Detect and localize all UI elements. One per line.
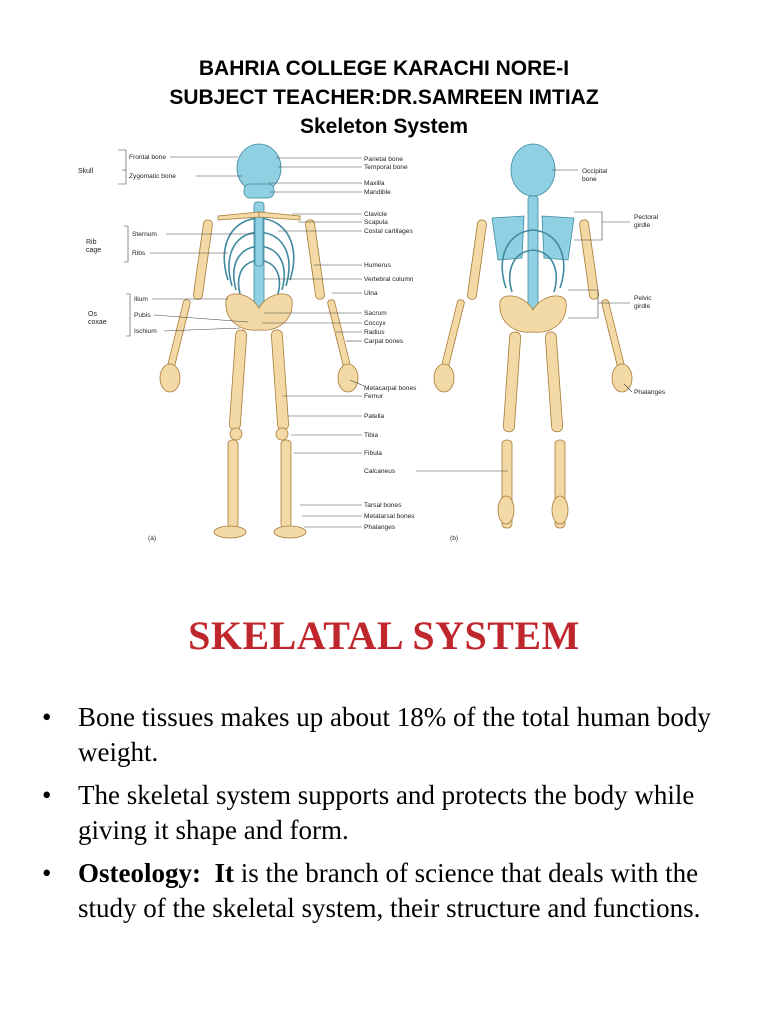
slide-title: SKELATAL SYSTEM bbox=[188, 613, 580, 658]
label-clavicle: Clavicle bbox=[364, 211, 387, 218]
label-femur: Femur bbox=[364, 393, 384, 400]
label-cage: cage bbox=[86, 247, 101, 254]
skeleton-figure: Skull Frontal bone Zygomatic bone Rib ca… bbox=[78, 140, 698, 550]
label-occipital-bone: bone bbox=[582, 176, 597, 183]
label-occipital: Occipital bbox=[582, 168, 608, 175]
center-labels: Parietal bone Temporal bone Maxilla Mand… bbox=[262, 156, 508, 531]
page-header: BAHRIA COLLEGE KARACHI NORE-I SUBJECT TE… bbox=[0, 54, 768, 141]
label-radius: Radius bbox=[364, 329, 385, 336]
label-rib: Rib bbox=[86, 239, 97, 246]
label-pubis: Pubis bbox=[134, 312, 151, 319]
label-patella: Patella bbox=[364, 413, 384, 420]
caption-b: (b) bbox=[450, 535, 458, 542]
label-carpal-bones: Carpal bones bbox=[364, 338, 404, 345]
label-metacarpal-bones: Metacarpal bones bbox=[364, 385, 417, 392]
label-zygomatic-bone: Zygomatic bone bbox=[129, 173, 176, 180]
label-pelvic-girdle: girdle bbox=[634, 303, 650, 310]
label-pectoral-girdle: girdle bbox=[634, 222, 650, 229]
label-temporal-bone: Temporal bone bbox=[364, 164, 408, 171]
label-sternum: Sternum bbox=[132, 231, 157, 238]
front-skeleton bbox=[159, 143, 359, 539]
label-frontal-bone: Frontal bone bbox=[129, 154, 166, 161]
subject-teacher: SUBJECT TEACHER:DR.SAMREEN IMTIAZ bbox=[169, 86, 599, 109]
label-humerus: Humerus bbox=[364, 262, 391, 269]
topic-title: Skeleton System bbox=[299, 115, 469, 138]
label-skull: Skull bbox=[78, 168, 94, 175]
right-labels: Occipital bone Pectoral girdle Pelvic gi… bbox=[552, 168, 666, 396]
label-os: Os bbox=[88, 311, 97, 318]
label-tarsal-bones: Tarsal bones bbox=[364, 502, 402, 509]
college-name: BAHRIA COLLEGE KARACHI NORE-I bbox=[198, 57, 570, 80]
label-pectoral: Pectoral bbox=[634, 214, 659, 221]
label-coxae: coxae bbox=[88, 319, 107, 326]
label-ribs: Ribs bbox=[132, 250, 146, 257]
bullet-osteology: Osteology: It is the branch of science t… bbox=[34, 856, 734, 926]
label-fibula: Fibula bbox=[364, 450, 382, 457]
label-tibia: Tibia bbox=[364, 432, 378, 439]
label-metatarsal-bones: Metatarsal bones bbox=[364, 513, 415, 520]
label-ulna: Ulna bbox=[364, 290, 378, 297]
label-phalanges-foot: Phalanges bbox=[364, 524, 396, 531]
label-ischium: Ischium bbox=[134, 328, 157, 335]
label-scapula: Scapula bbox=[364, 219, 388, 226]
back-skeleton bbox=[433, 143, 633, 529]
osteology-term: Osteology: bbox=[78, 858, 201, 888]
label-maxilla: Maxilla bbox=[364, 180, 385, 187]
label-costal-cartilages: Costal cartilages bbox=[364, 228, 413, 235]
label-pelvic: Pelvic bbox=[634, 295, 652, 302]
label-ilium: Ilium bbox=[134, 296, 148, 303]
label-calcaneus: Calcaneus bbox=[364, 468, 396, 475]
label-vertebral-column: Vertebral column bbox=[364, 276, 414, 283]
osteology-it: It bbox=[214, 858, 234, 888]
left-labels: Skull Frontal bone Zygomatic bone Rib ca… bbox=[78, 149, 254, 337]
label-sacrum: Sacrum bbox=[364, 310, 387, 317]
bullet-support-protect: The skeletal system supports and protect… bbox=[34, 778, 734, 848]
skeleton-diagram: Skull Frontal bone Zygomatic bone Rib ca… bbox=[78, 143, 666, 542]
label-coccyx: Coccyx bbox=[364, 320, 386, 327]
label-parietal-bone: Parietal bone bbox=[364, 156, 403, 163]
osteology-definition: is the branch of science that deals with… bbox=[78, 858, 701, 923]
label-mandible: Mandible bbox=[364, 189, 391, 196]
bullet-list: Bone tissues makes up about 18% of the t… bbox=[34, 700, 734, 934]
label-phalanges-hand: Phalanges bbox=[634, 389, 666, 396]
caption-a: (a) bbox=[148, 535, 156, 542]
bullet-body-weight: Bone tissues makes up about 18% of the t… bbox=[34, 700, 734, 770]
